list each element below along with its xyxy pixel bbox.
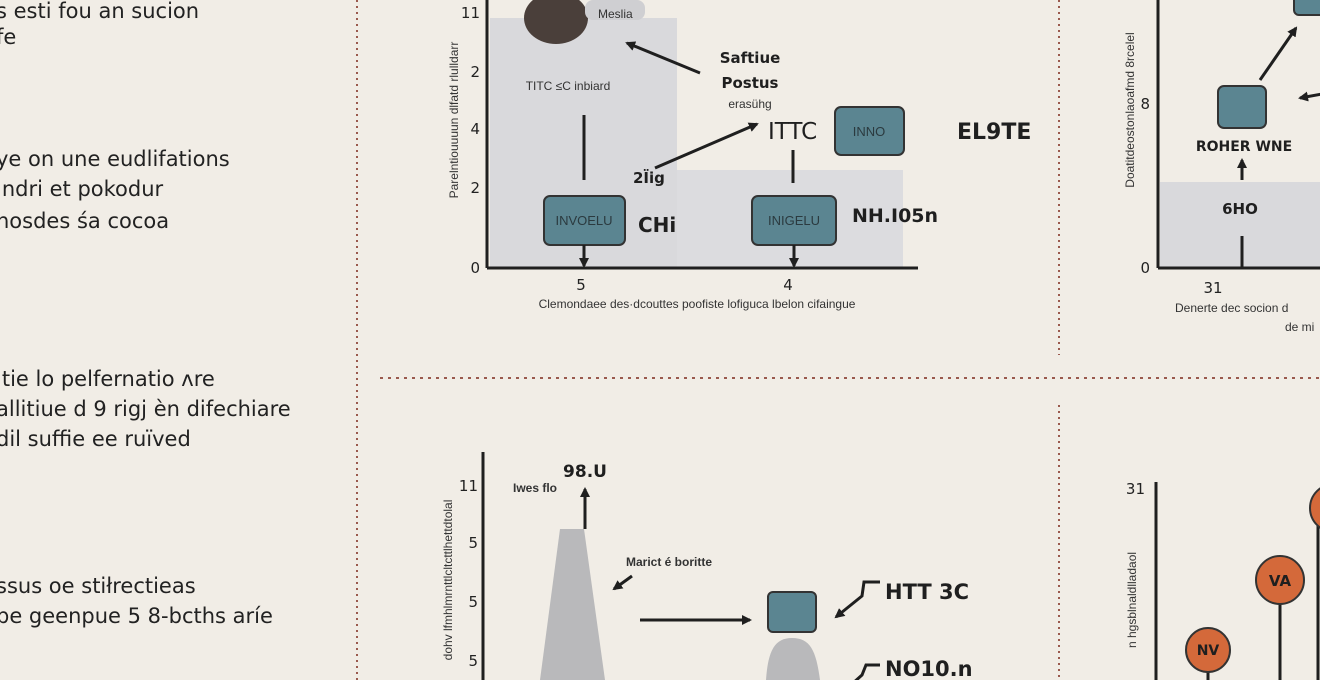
circle-label: VA — [1269, 572, 1292, 590]
peak-value: 98.U — [563, 462, 607, 482]
lower-label: NO10.n — [885, 657, 973, 680]
y-tick: 2 — [470, 63, 480, 81]
panel-bottom-right: 31 n hgsblnaldlladaol NV VA — [1125, 480, 1320, 680]
y-tick: 2 — [470, 179, 480, 197]
x-axis-label: Denerte dec socion d — [1175, 301, 1288, 315]
text-line: be geenpue 5 8-bcths aríe — [0, 604, 273, 628]
box-label: HTT 3C — [885, 580, 969, 604]
box-label: ROHER WNE — [1196, 139, 1292, 155]
arrow — [654, 122, 759, 170]
box-side-label: NH.I05n — [852, 205, 938, 227]
text-line: s esti fou an sucion — [0, 0, 199, 23]
teal-box — [1293, 0, 1320, 16]
text-line: dil suffie ee ruïved — [0, 427, 191, 451]
y-tick: 5 — [468, 534, 478, 552]
hump-shape — [766, 638, 820, 680]
text-line: itie lo pelfernatio ʌre — [0, 367, 215, 391]
panel-bottom-middle: 11 5 5 5 dohv lfmhlmrnttlcltcttlhettdtol… — [441, 452, 973, 680]
y-tick: 5 — [468, 652, 478, 670]
image-label-bg — [585, 0, 645, 20]
box-inno — [834, 106, 905, 156]
arrow — [625, 41, 701, 75]
panel-label: TITC ≤C inbiard — [526, 79, 611, 93]
arrow — [1258, 26, 1298, 81]
teal-box — [1217, 85, 1267, 129]
y-tick: 0 — [470, 259, 480, 277]
peak-label: Iwes flo — [513, 481, 557, 495]
y-tick: 8 — [1140, 95, 1150, 113]
y-axis-label: n hgsblnaldlladaol — [1125, 552, 1139, 648]
callout-line: Postus — [721, 74, 778, 92]
text-line: fe — [0, 25, 16, 49]
mid-label: 2Ïig — [633, 168, 665, 187]
slope-label: Marict é boritte — [626, 555, 712, 569]
box-side-label: CHi — [638, 213, 676, 237]
box-label: INVOELU — [555, 213, 612, 228]
y-axis-label: Parelntiouuuun dlfatd rlulldarr — [447, 42, 461, 199]
y-tick: 4 — [470, 120, 480, 138]
box-side-label: EL9TE — [957, 120, 1031, 145]
callout-line: erasühg — [728, 97, 771, 111]
y-axis-label: dohv lfmhlmrnttlcltcttlhettdtolal — [441, 500, 455, 661]
big-label: ITTC — [768, 119, 817, 145]
y-tick: 11 — [459, 477, 478, 495]
box-label: INIGELU — [768, 213, 820, 228]
x-axis-label: Clemondaee des·dcouttes poofiste lofiguc… — [539, 297, 856, 311]
text-line: ssus oe stiłrectieas — [0, 574, 196, 598]
box-label: INNO — [853, 124, 886, 139]
x-axis-label: de mi — [1285, 320, 1314, 334]
callout-line: Saftiue — [720, 49, 781, 67]
x-tick: 4 — [783, 276, 793, 294]
image-label: Meslia — [598, 7, 633, 21]
panel-top-middle: Meslia 11 2 4 2 0 5 4 Clemondaee des·dco… — [447, 0, 1031, 311]
teal-box — [767, 591, 817, 633]
peak-shape — [540, 529, 605, 680]
left-text-column: s esti fou an sucion fe ye on une eudlif… — [0, 0, 291, 628]
x-tick: 31 — [1203, 279, 1222, 297]
y-axis-label: Doatitdeostonlaoafmd 8rcelel — [1123, 32, 1137, 187]
bar-label: 6HO — [1222, 200, 1258, 218]
arrow — [1298, 91, 1320, 102]
x-tick: 5 — [576, 276, 586, 294]
arrow — [612, 574, 633, 591]
y-tick: 31 — [1126, 480, 1145, 498]
text-line: ye on une eudlifations — [0, 147, 230, 171]
arrow — [854, 663, 880, 680]
text-line: allitiue d 9 rigj èn difechiare — [0, 397, 291, 421]
y-tick: 0 — [1140, 259, 1150, 277]
panel-top-right: 8 0 31 Denerte dec socion d de mi Doatit… — [1123, 0, 1320, 334]
gray-region — [1160, 182, 1320, 268]
circle-marker-nv — [1185, 627, 1231, 673]
arrow — [834, 580, 880, 619]
circle-marker — [1309, 487, 1320, 529]
y-tick: 11 — [461, 4, 480, 22]
y-tick: 5 — [468, 593, 478, 611]
text-line: indri et pokodur — [0, 177, 164, 201]
circle-marker-va — [1255, 555, 1305, 605]
illustration-blob — [524, 0, 588, 44]
text-line: nosdes śa cocoa — [0, 209, 169, 233]
circle-label: NV — [1197, 643, 1220, 659]
